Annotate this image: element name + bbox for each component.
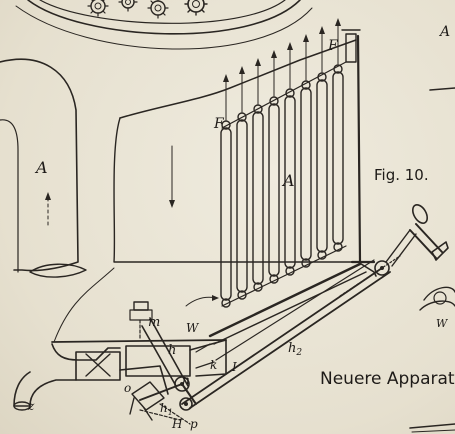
tube-joint <box>237 112 247 122</box>
tube <box>268 103 280 277</box>
label-A-topright: A <box>438 24 450 40</box>
tube <box>300 87 312 261</box>
arrow-head <box>335 18 341 26</box>
arrow-head <box>223 74 229 82</box>
label-h: h <box>168 343 176 358</box>
label-F-left: F <box>213 116 225 132</box>
label-h2: h2 <box>288 341 302 358</box>
chamber-wall <box>53 34 376 343</box>
gear-icon <box>184 0 208 16</box>
arrow-head <box>255 58 261 66</box>
tube-joint <box>269 96 279 106</box>
arrow-head <box>271 50 277 58</box>
tube-joint <box>285 88 295 98</box>
label-A-center: A <box>281 171 295 190</box>
top-header-bar <box>221 61 347 129</box>
header-pipe <box>341 29 361 63</box>
tube <box>332 71 344 245</box>
arrow-head <box>303 34 309 42</box>
label-z: z <box>27 399 35 413</box>
tube-joint <box>333 242 343 252</box>
label-W-right: W <box>436 317 449 330</box>
label-W-center: W <box>186 321 200 335</box>
crank-handle-icon[interactable] <box>409 202 449 261</box>
label-F-top: F <box>327 38 339 54</box>
tube <box>236 119 248 293</box>
figure-caption: Neuere Apparate <box>320 369 455 389</box>
bottom-header-bar <box>221 245 347 307</box>
top-drum <box>15 0 313 50</box>
label-H: H <box>171 417 183 431</box>
label-n: n <box>182 373 190 387</box>
right-mechanism <box>419 87 455 311</box>
tube-joint <box>253 104 263 114</box>
gear-icon <box>87 0 109 17</box>
figure-label: Fig. 10. <box>374 166 429 184</box>
tube <box>220 127 232 301</box>
arrow-down-icon <box>169 145 175 208</box>
arrow-head <box>239 66 245 74</box>
inclined-plate <box>208 261 377 345</box>
crank-rod <box>181 229 417 409</box>
left-wall <box>0 58 87 278</box>
label-m: m <box>148 315 160 330</box>
tube <box>316 79 328 253</box>
label-p: p <box>190 417 198 431</box>
arrow-head <box>319 26 325 34</box>
tube-rack-icon <box>220 18 347 308</box>
label-k: k <box>210 358 217 372</box>
tube-joint <box>317 250 327 260</box>
tube-joint <box>221 120 231 130</box>
base-band <box>409 423 455 433</box>
valve-assembly <box>13 339 227 411</box>
gear-icon <box>147 0 169 19</box>
tube-joint <box>221 298 231 308</box>
tube <box>252 111 264 285</box>
arrow-head <box>287 42 293 50</box>
label-h1: h1 <box>160 401 173 417</box>
label-o: o <box>124 381 131 395</box>
arrow-up-icon <box>45 192 51 226</box>
tube <box>284 95 296 269</box>
curved-arrow <box>185 295 219 307</box>
label-I: I <box>231 360 237 374</box>
gear-icon <box>118 0 138 12</box>
label-A-left: A <box>34 158 48 177</box>
lever-linkage <box>129 301 197 425</box>
